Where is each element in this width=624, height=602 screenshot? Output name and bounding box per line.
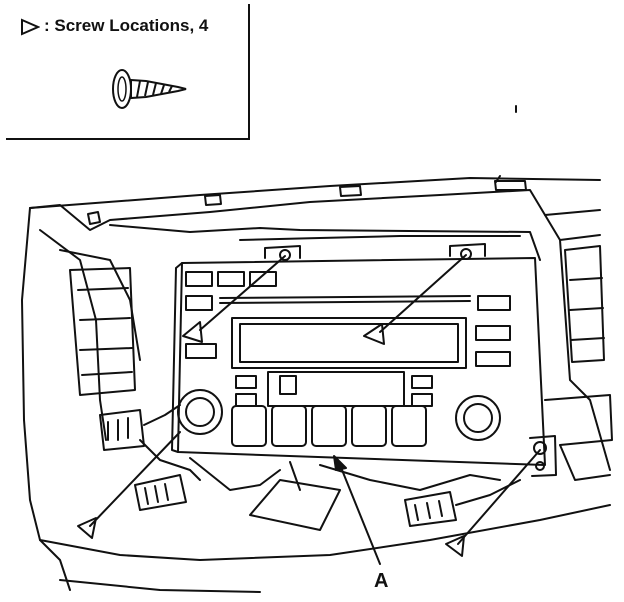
lower-left-connector <box>134 474 187 511</box>
screw-location-marker <box>182 321 203 343</box>
right-dash-side <box>544 214 601 241</box>
screw-icon <box>112 69 187 109</box>
cd-slot <box>219 295 471 299</box>
screw-location-triangle-icon <box>21 17 40 36</box>
callout-a-label: A <box>374 570 389 592</box>
left-knob <box>177 389 223 435</box>
preset-button <box>231 405 267 447</box>
screw-location-marker <box>445 535 465 557</box>
radio-display <box>231 317 467 369</box>
dashboard-panel <box>29 189 601 231</box>
radio-faceplate <box>177 257 546 466</box>
screw-location-marker <box>363 323 385 345</box>
preset-button <box>311 405 347 447</box>
lower-bracket <box>249 479 341 531</box>
right-vent <box>564 245 605 363</box>
lower-right-connector <box>404 491 457 527</box>
dashboard-top-edge <box>29 177 601 209</box>
callout-a-leader <box>337 459 381 565</box>
preset-button <box>271 405 307 447</box>
left-dash-side <box>21 207 71 591</box>
legend-title: : Screw Locations, 4 <box>20 16 208 36</box>
legend-box: : Screw Locations, 4 <box>6 4 250 140</box>
left-bracket <box>264 245 301 259</box>
left-vent <box>69 267 136 396</box>
cassette-door <box>267 371 405 407</box>
screw-location-marker <box>77 517 97 539</box>
right-knob <box>455 395 501 441</box>
legend-label: : Screw Locations, 4 <box>44 16 209 35</box>
preset-button <box>391 405 427 447</box>
left-connector <box>99 409 145 451</box>
preset-button <box>351 405 387 447</box>
right-bracket <box>449 243 486 257</box>
